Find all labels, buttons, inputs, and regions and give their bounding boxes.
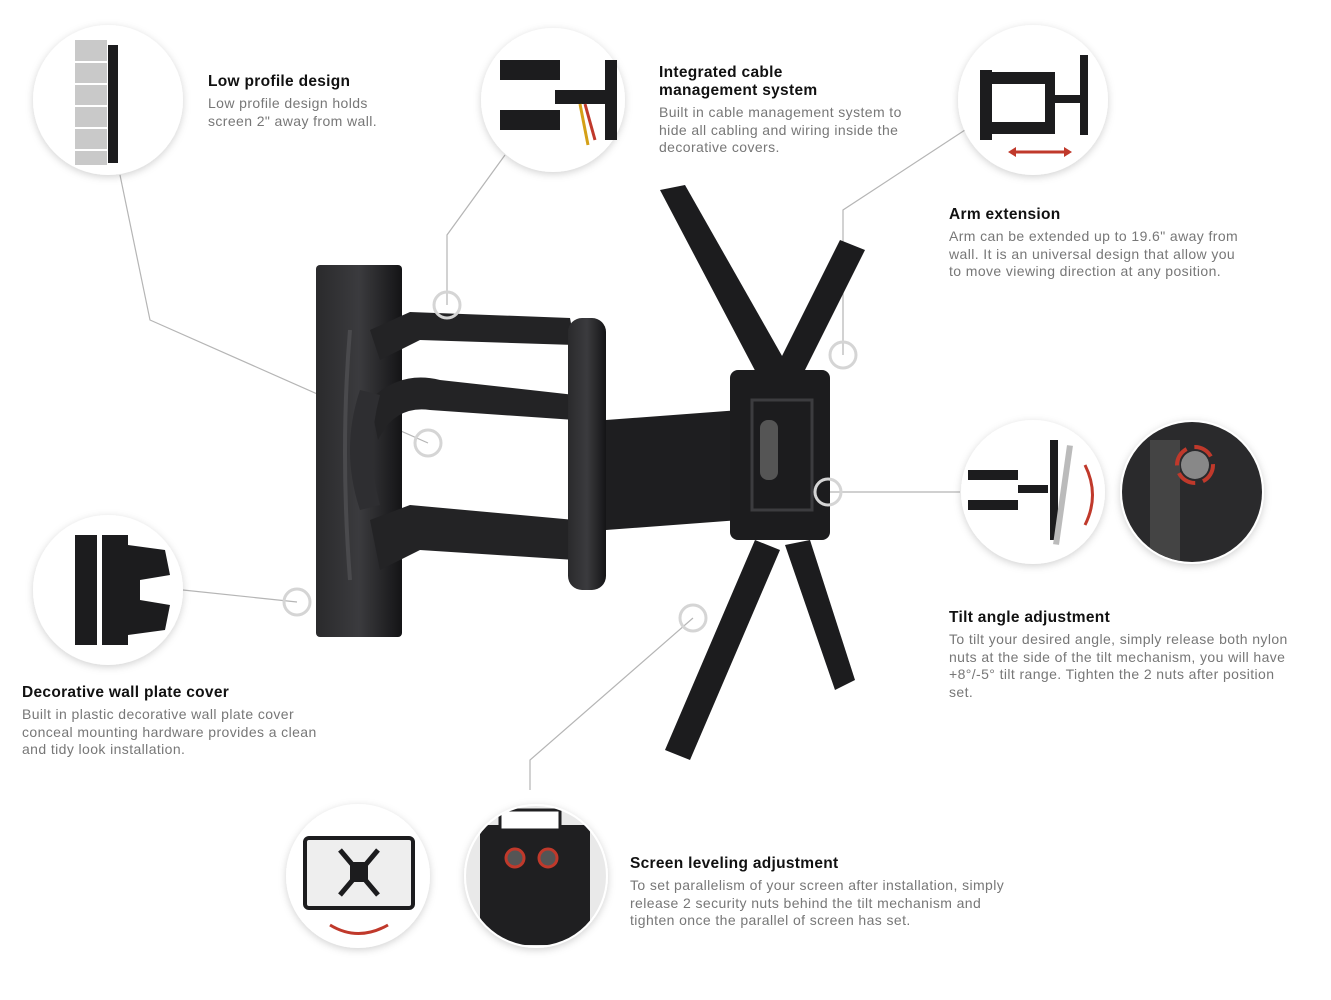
feature-title: Integrated cable management system [659,64,818,99]
feature-arm-extension: Arm extension Arm can be extended up to … [949,206,1249,281]
wall-cover-detail [75,535,170,645]
tilt-nut-detail [1122,422,1262,562]
feature-title: Low profile design [208,73,351,90]
feature-title: Tilt angle adjustment [949,609,1111,626]
leveling-screen-detail [303,836,415,935]
feature-title: Decorative wall plate cover [22,684,230,701]
arms [350,312,740,590]
feature-body: Built in cable management system to hide… [659,104,902,155]
feature-cable-management: Integrated cable management system Built… [659,64,934,157]
feature-tilt-angle: Tilt angle adjustment To tilt your desir… [949,609,1309,701]
feature-body: Low profile design holds screen 2" away … [208,95,378,129]
arm-extension-detail [980,55,1088,157]
leveling-nuts-detail [466,806,606,946]
cable-detail [500,60,617,146]
feature-screen-leveling: Screen leveling adjustment To set parall… [630,855,1020,930]
vesa-bracket [660,185,865,760]
low-profile-detail [75,40,118,165]
feature-low-profile: Low profile design Low profile design ho… [208,73,438,130]
feature-body: To tilt your desired angle, simply relea… [949,631,1288,700]
feature-body: Built in plastic decorative wall plate c… [22,706,317,757]
feature-body: Arm can be extended up to 19.6" away fro… [949,228,1239,279]
feature-title: Arm extension [949,206,1061,223]
callout-markers [282,290,858,633]
feature-title: Screen leveling adjustment [630,855,839,872]
feature-wall-plate-cover: Decorative wall plate cover Built in pla… [22,684,352,759]
tilt-detail [968,440,1094,545]
feature-body: To set parallelism of your screen after … [630,877,1005,928]
